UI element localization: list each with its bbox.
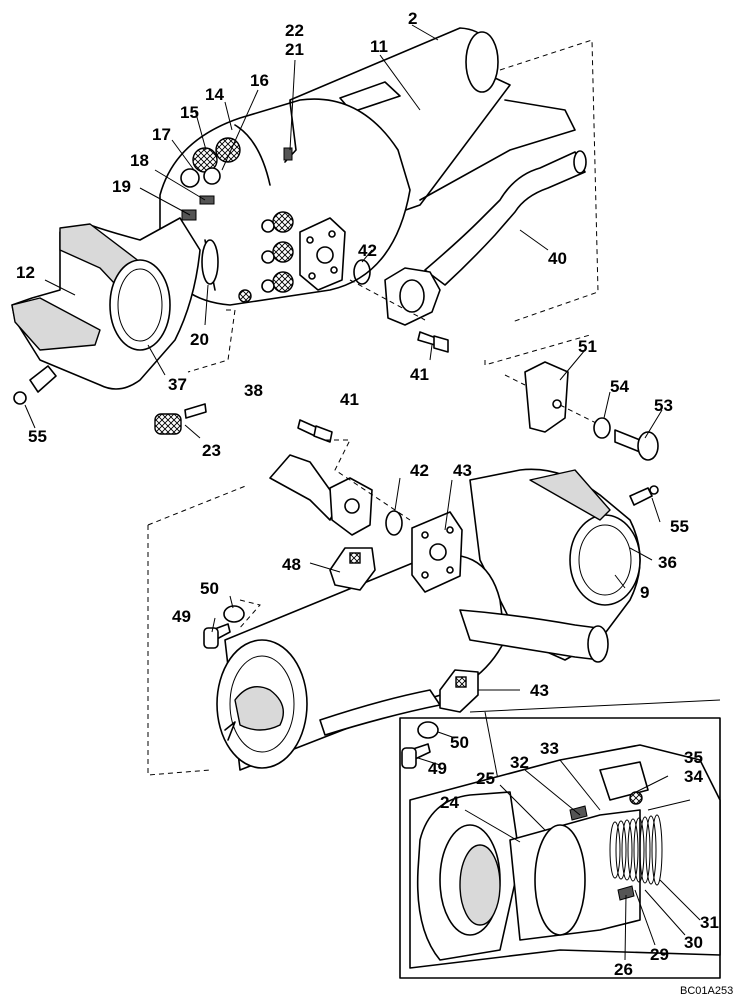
o-ring <box>353 259 371 285</box>
washer <box>417 721 439 739</box>
label-35: 35 <box>684 748 703 767</box>
upper-cylinder-assembly <box>11 27 599 435</box>
label-49: 49 <box>172 607 191 626</box>
label-42: 42 <box>358 241 377 260</box>
label-25: 25 <box>476 769 495 788</box>
label-26: 26 <box>614 960 633 979</box>
label-9: 9 <box>640 583 649 602</box>
label-24: 24 <box>440 793 459 812</box>
clamp-bracket <box>524 361 569 433</box>
label-41: 41 <box>340 390 359 409</box>
grease-nipple <box>629 487 653 506</box>
lock-washer <box>593 417 611 439</box>
label-48: 48 <box>282 555 301 574</box>
label-33: 33 <box>540 739 559 758</box>
label-38: 38 <box>244 381 263 400</box>
label-14: 14 <box>205 85 224 104</box>
label-23: 23 <box>202 441 221 460</box>
label-11: 11 <box>370 37 388 56</box>
label-55: 55 <box>28 427 47 446</box>
label-30: 30 <box>684 933 703 952</box>
label-40: 40 <box>548 249 567 268</box>
drawing-code: BC01A253 <box>680 985 733 997</box>
label-49: 49 <box>428 759 447 778</box>
pipe-clamp <box>439 669 479 713</box>
label-21: 21 <box>285 40 304 59</box>
grease-nipple <box>29 365 57 393</box>
label-54: 54 <box>610 377 629 396</box>
label-51: 51 <box>578 337 597 356</box>
bolt <box>184 403 207 419</box>
label-42: 42 <box>410 461 429 480</box>
leader-lines <box>24 24 663 766</box>
pipe <box>424 151 586 286</box>
thread-section <box>609 814 663 886</box>
pipe-clamp <box>329 547 376 591</box>
label-17: 17 <box>152 125 171 144</box>
label-36: 36 <box>658 553 677 572</box>
label-53: 53 <box>654 396 673 415</box>
o-ring <box>385 510 403 536</box>
label-15: 15 <box>180 103 199 122</box>
label-55: 55 <box>670 517 689 536</box>
label-16: 16 <box>250 71 269 90</box>
label-31: 31 <box>700 913 719 932</box>
label-2: 2 <box>408 9 417 28</box>
label-43: 43 <box>453 461 472 480</box>
lower-tube-assembly <box>147 334 659 776</box>
label-22: 22 <box>285 21 304 40</box>
label-34: 34 <box>684 767 703 786</box>
bolt <box>614 429 641 453</box>
label-29: 29 <box>650 945 669 964</box>
seal-ring <box>215 137 241 163</box>
label-18: 18 <box>130 151 149 170</box>
label-37: 37 <box>168 375 187 394</box>
label-32: 32 <box>510 753 529 772</box>
label-12: 12 <box>16 263 35 282</box>
label-50: 50 <box>200 579 219 598</box>
label-20: 20 <box>190 330 209 349</box>
detail-inset <box>399 699 721 979</box>
label-50: 50 <box>450 733 469 752</box>
label-41: 41 <box>410 365 429 384</box>
part-labels: 2 22 21 11 14 16 15 17 18 19 12 20 37 42… <box>16 9 733 997</box>
label-43: 43 <box>530 681 549 700</box>
pin-bushing <box>109 259 171 351</box>
label-19: 19 <box>112 177 131 196</box>
washer <box>223 605 245 623</box>
